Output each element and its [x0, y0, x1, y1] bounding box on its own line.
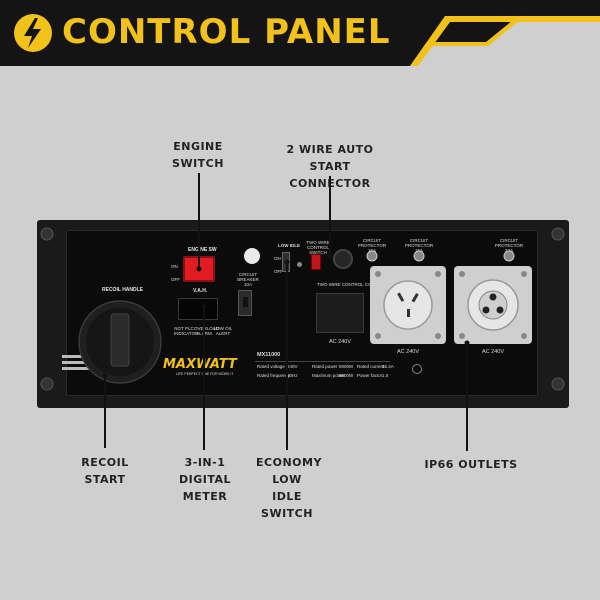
- leader-line-outlets: [466, 343, 468, 451]
- leader-line-auto-start: [329, 176, 331, 256]
- header-background: [0, 0, 600, 66]
- circuit-protector-1: CIRCUIT PROTECTOR 15A: [357, 238, 387, 253]
- brand-watt: WATT: [196, 357, 237, 372]
- ac-label-2: AC 240V: [397, 349, 420, 355]
- spec-freq: Rated frequency: [257, 373, 291, 378]
- recoil-handle-label: RECOIL HANDLE: [102, 287, 144, 293]
- ground-icon: [412, 364, 422, 374]
- engine-sw-label: ENGINE SW: [188, 247, 217, 253]
- low-idle-on: ON: [274, 256, 281, 261]
- three-pin-socket-icon: [459, 271, 527, 339]
- header-bar: CONTROL PANEL: [0, 0, 600, 66]
- callout-digital-meter: 3-IN-1 DIGITAL METER: [178, 456, 232, 503]
- leader-line-meter: [203, 306, 205, 450]
- lightning-bolt-circle-icon: [14, 14, 52, 52]
- warn-indicator-1: NOT PLC INDICATOR: [174, 326, 199, 336]
- leader-line-engine: [198, 173, 200, 269]
- two-wire-connector-label: TWO WIRE CONTROL CONNECTOR: [317, 282, 394, 287]
- circuit-protector-3: CIRCUIT PROTECTOR 32A: [494, 238, 524, 253]
- spec-current: Rated current: [357, 364, 385, 369]
- spec-power-val: 8000W: [339, 364, 354, 369]
- leader-line-economy: [286, 262, 288, 450]
- engine-off-label: OFF: [171, 277, 180, 282]
- spec-max-val: 8600W: [339, 373, 354, 378]
- spec-power: Rated power: [312, 364, 338, 369]
- au-socket-icon: [375, 271, 441, 339]
- brand-logo: MAXWATT: [163, 357, 237, 372]
- circuit-protector-buttons[interactable]: [362, 248, 532, 264]
- callout-engine-switch: ENGINE SWITCH: [172, 140, 224, 170]
- recoil-handle[interactable]: [78, 296, 162, 386]
- callout-recoil-start: RECOIL START: [81, 456, 129, 486]
- warn-indicator-3: LOW OIL ALERT: [213, 326, 233, 336]
- low-idle-led: [297, 262, 302, 267]
- two-wire-control-switch[interactable]: [311, 254, 321, 270]
- circuit-protector-2: CIRCUIT PROTECTOR 15A: [404, 238, 434, 253]
- auto-start-connector[interactable]: [333, 249, 353, 269]
- spec-max: Maximum power: [312, 373, 346, 378]
- vah-label: V.A.H.: [193, 288, 208, 294]
- spec-pf: Power factor: [357, 373, 383, 378]
- ac-label-3: AC 240V: [482, 349, 505, 355]
- two-wire-switch-label: TWO WIRE CONTROL SWITCH: [306, 240, 330, 255]
- frame-screws: [40, 227, 565, 391]
- spec-pf-val: 1.0: [382, 373, 389, 378]
- stripe-decoration: [62, 355, 98, 370]
- callout-ip66-outlets: IP66 OUTLETS: [424, 458, 518, 471]
- callout-economy-switch: ECONOMY LOW IDLE SWITCH: [256, 456, 322, 520]
- page-title: CONTROL PANEL: [62, 12, 391, 52]
- engine-on-label: ON: [171, 264, 178, 269]
- low-idle-label: LOW IDLE: [278, 243, 300, 248]
- spec-voltage: Rated voltage: [257, 364, 285, 369]
- spec-plate: [255, 361, 390, 383]
- low-idle-off: OFF: [274, 269, 283, 274]
- two-wire-connector[interactable]: [316, 293, 364, 333]
- spec-voltage-val: 240V: [287, 364, 298, 369]
- circuit-breaker-lever: [243, 297, 248, 307]
- model-number: MX11000: [257, 352, 281, 358]
- digital-meter-display: [178, 298, 218, 320]
- brand-max: MAX: [163, 357, 197, 372]
- spec-freq-val: 50Hz: [287, 373, 298, 378]
- leader-line-recoil: [104, 376, 106, 448]
- circuit-breaker-label: CIRCUIT BREAKER 10A: [237, 272, 259, 287]
- power-knob[interactable]: [244, 248, 260, 264]
- spec-current-val: 35.4A: [382, 364, 394, 369]
- ac-label-1: AC 240V: [329, 339, 352, 345]
